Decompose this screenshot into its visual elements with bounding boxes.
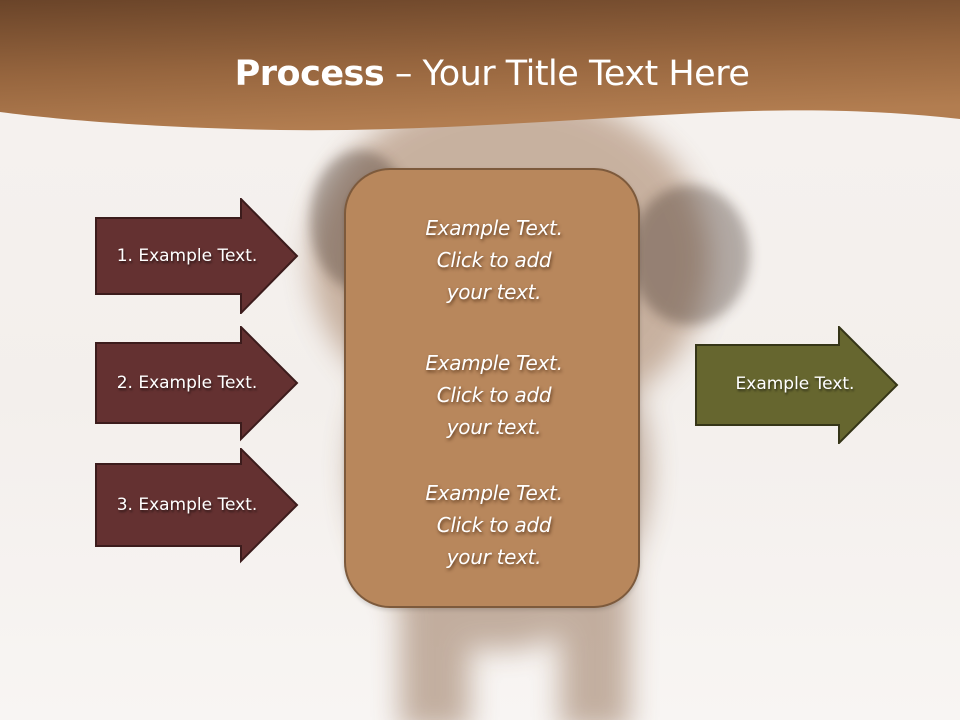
center-text-line: Example Text. — [425, 351, 563, 375]
title-bold: Process — [234, 54, 385, 94]
center-text-line: Click to add — [436, 383, 552, 407]
slide-title[interactable]: Process – Your Title Text Here — [0, 52, 960, 96]
step-arrow-1[interactable]: 1. Example Text. — [95, 198, 300, 314]
result-arrow-label: Example Text. — [735, 374, 855, 394]
step-arrow-1-label: 1. Example Text. — [116, 246, 258, 266]
center-text-line: your text. — [446, 280, 542, 304]
center-text-block-3: Example Text. Click to add your text. — [346, 477, 642, 573]
step-arrow-2-label: 2. Example Text. — [116, 373, 258, 393]
step-arrow-3[interactable]: 3. Example Text. — [95, 448, 300, 564]
result-arrow[interactable]: Example Text. — [695, 326, 900, 444]
arrow-right-icon — [95, 448, 299, 564]
center-text-block-1: Example Text. Click to add your text. — [346, 212, 642, 308]
title-rest: – Your Title Text Here — [384, 54, 750, 94]
center-text-line: your text. — [446, 545, 542, 569]
center-text-line: Example Text. — [425, 216, 563, 240]
center-text-line: your text. — [446, 415, 542, 439]
center-text-line: Click to add — [436, 248, 552, 272]
header-banner — [0, 0, 960, 131]
center-text-line: Click to add — [436, 513, 552, 537]
step-arrow-3-label: 3. Example Text. — [116, 495, 258, 515]
arrow-right-icon — [95, 326, 299, 442]
step-arrow-2[interactable]: 2. Example Text. — [95, 326, 300, 442]
arrow-right-icon — [95, 198, 299, 314]
arrow-right-icon — [695, 326, 899, 444]
center-text-block-2: Example Text. Click to add your text. — [346, 347, 642, 443]
center-content-box[interactable]: Example Text. Click to add your text. Ex… — [344, 168, 640, 608]
center-text-line: Example Text. — [425, 481, 563, 505]
